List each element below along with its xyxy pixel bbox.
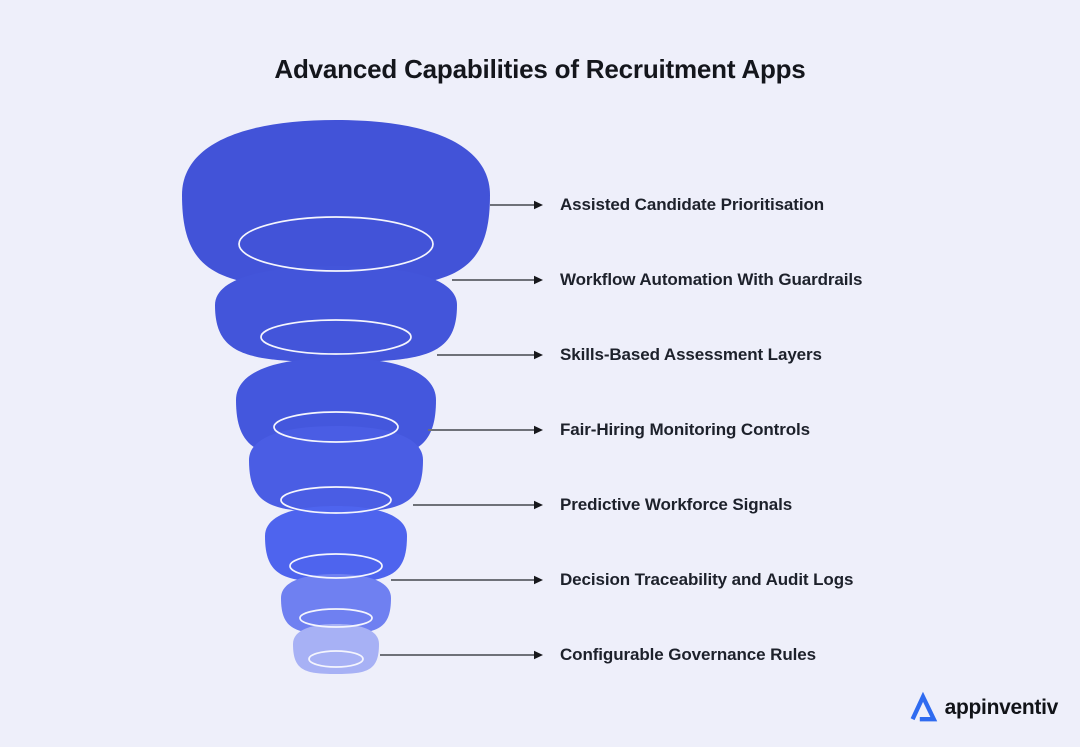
funnel-layer-5 bbox=[265, 506, 407, 582]
capability-label-5: Predictive Workforce Signals bbox=[560, 495, 793, 514]
funnel-rim-7 bbox=[308, 650, 364, 668]
funnel-layer-4 bbox=[249, 426, 423, 512]
funnel-rim-4 bbox=[280, 486, 392, 514]
funnel-layer-6 bbox=[281, 574, 391, 634]
capability-label-4: Fair-Hiring Monitoring Controls bbox=[560, 420, 810, 439]
funnel-rim-2 bbox=[260, 319, 412, 355]
capability-label-1: Assisted Candidate Prioritisation bbox=[560, 195, 825, 214]
connector-arrow-1 bbox=[490, 200, 543, 210]
funnel-rim-1 bbox=[238, 216, 434, 272]
capability-label-6: Decision Traceability and Audit Logs bbox=[560, 570, 854, 589]
funnel-layer-2 bbox=[215, 266, 457, 362]
connector-arrow-5 bbox=[413, 500, 543, 510]
brand-logo: appinventiv bbox=[907, 691, 1058, 725]
connector-arrow-3 bbox=[437, 350, 543, 360]
connector-arrow-4 bbox=[428, 425, 543, 435]
funnel-rim-3 bbox=[273, 411, 399, 443]
connector-arrow-6 bbox=[391, 575, 543, 585]
funnel-rim-6 bbox=[299, 608, 373, 628]
capability-label-7: Configurable Governance Rules bbox=[560, 645, 816, 664]
funnel-layer-1 bbox=[182, 120, 490, 288]
connector-arrow-2 bbox=[452, 275, 543, 285]
connector-arrow-7 bbox=[380, 650, 543, 660]
funnel-rim-5 bbox=[289, 553, 383, 579]
capability-label-2: Workflow Automation With Guardrails bbox=[560, 270, 863, 289]
funnel-layer-7 bbox=[293, 624, 379, 674]
capability-label-3: Skills-Based Assessment Layers bbox=[560, 345, 822, 364]
page-title: Advanced Capabilities of Recruitment App… bbox=[274, 54, 806, 84]
brand-name: appinventiv bbox=[944, 696, 1059, 719]
appinventiv-logo-icon bbox=[910, 691, 937, 722]
